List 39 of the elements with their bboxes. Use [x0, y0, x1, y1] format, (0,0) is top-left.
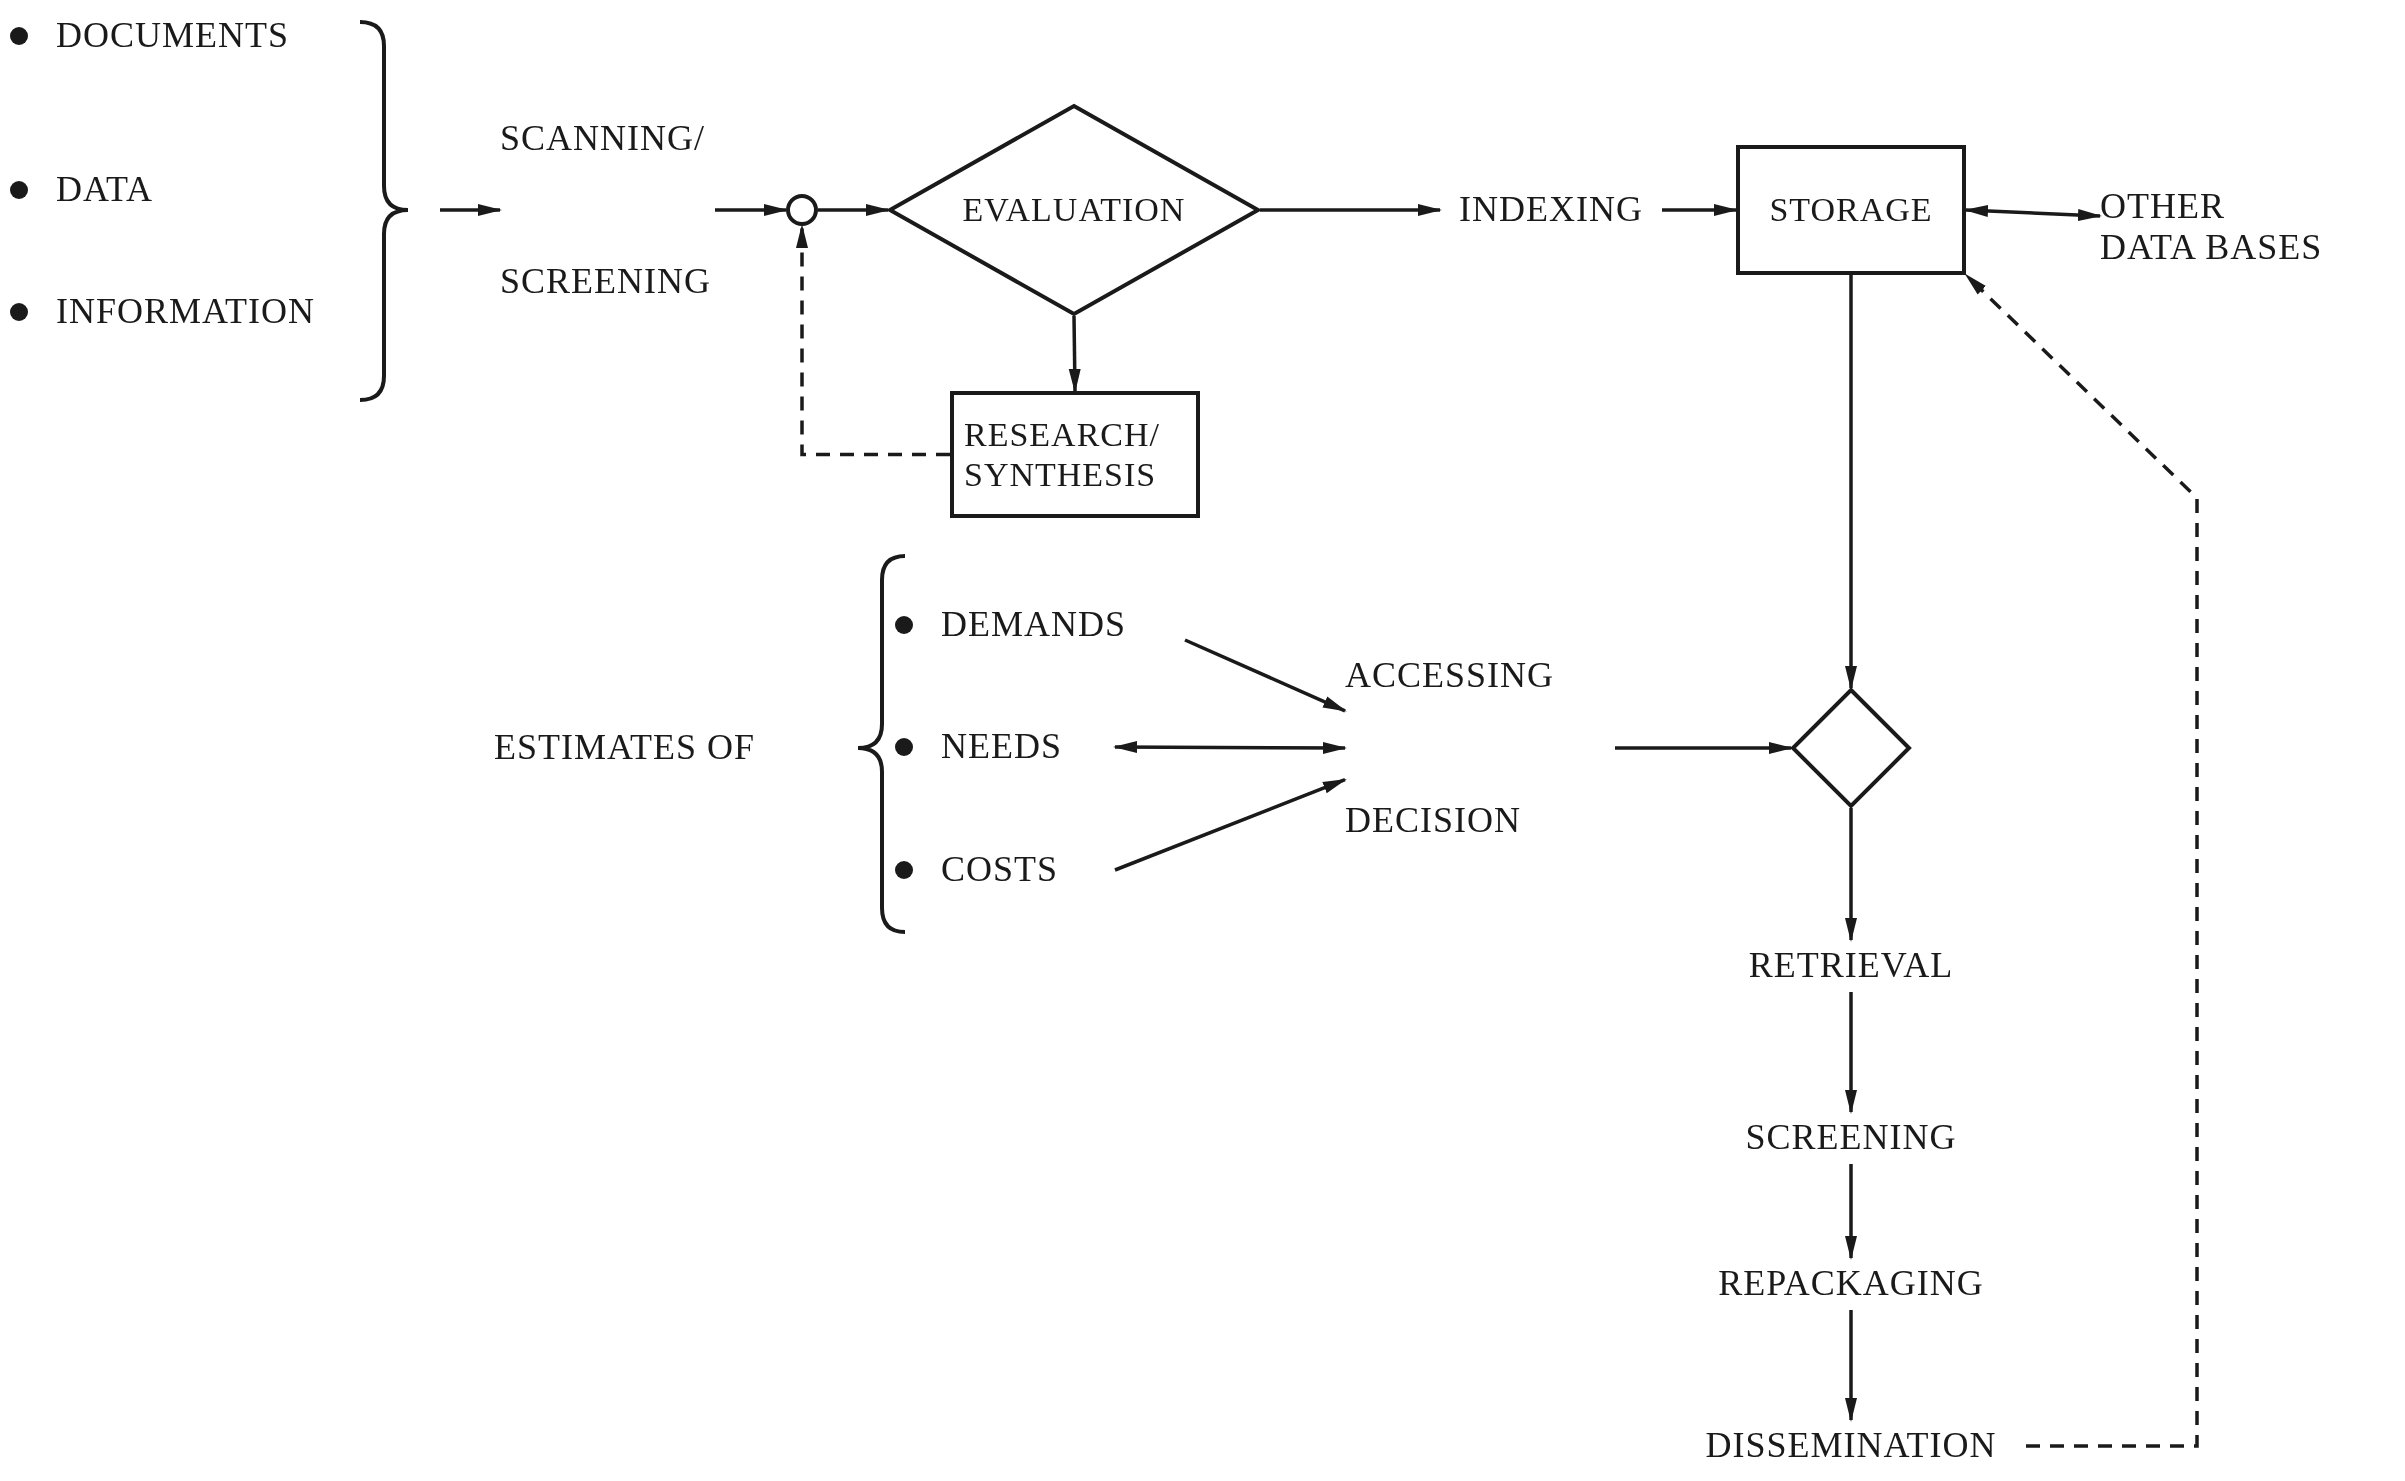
step-label: NEEDS — [941, 726, 1062, 768]
group-label: ESTIMATES OF — [494, 726, 756, 768]
arrow — [1113, 741, 1347, 754]
arrow — [1260, 204, 1442, 216]
step-label: DOCUMENTS — [56, 15, 289, 57]
arrow — [818, 204, 890, 216]
arrow — [1845, 1164, 1857, 1260]
step-label: INDEXING — [1459, 189, 1643, 231]
step-label: SCREENING — [500, 260, 711, 302]
arrow — [1114, 778, 1347, 872]
arrow — [796, 224, 950, 457]
step-label: DEMANDS — [941, 604, 1126, 646]
process-box — [1736, 145, 1966, 275]
step-label: SCANNING/ — [500, 118, 705, 160]
arrow — [1964, 273, 2199, 1448]
arrow — [440, 204, 502, 216]
step-label: OTHER DATA BASES — [2100, 186, 2324, 269]
step-label: STORAGE — [1769, 190, 1933, 230]
arrow — [1845, 808, 1857, 942]
step-label: DISSEMINATION — [1705, 1425, 1997, 1467]
arrow — [1615, 742, 1793, 754]
step-label: RESEARCH/ SYNTHESIS — [964, 415, 1162, 494]
arrow — [1662, 204, 1738, 216]
step-label: REPACKAGING — [1718, 1263, 1984, 1305]
arrow — [1068, 315, 1081, 393]
step-label: RETRIEVAL — [1748, 945, 1954, 987]
arrow — [1184, 638, 1347, 713]
step-label: EVALUATION — [962, 190, 1186, 230]
arrow — [1845, 992, 1857, 1114]
arrow — [715, 204, 788, 216]
step-label: COSTS — [941, 849, 1059, 891]
step-label: SCREENING — [1745, 1117, 1957, 1159]
step-label: DECISION — [1345, 799, 1521, 841]
step-label: INFORMATION — [56, 291, 315, 333]
arrow — [1845, 275, 1857, 690]
process-box — [950, 391, 1200, 518]
arrow — [1845, 1310, 1857, 1422]
step-label: DATA — [56, 169, 154, 211]
step-label: ACCESSING — [1345, 655, 1555, 697]
